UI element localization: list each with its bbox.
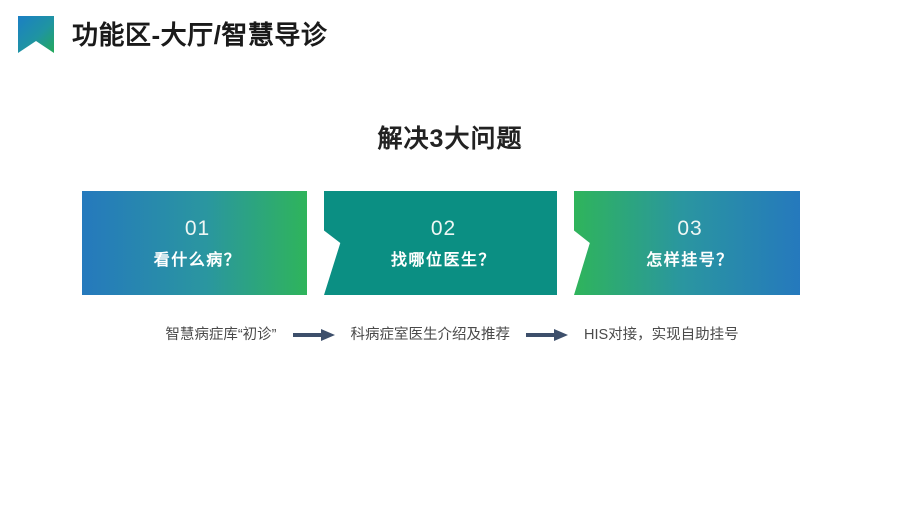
page-header: 功能区-大厅/智慧导诊	[0, 0, 900, 72]
caption-step-01: 智慧病症库“初诊”	[165, 326, 277, 343]
step-card-01-body: 01 看什么病？	[82, 191, 307, 295]
step-card-03[interactable]: 03 怎样挂号？	[574, 191, 800, 295]
step-label: 怎样挂号？	[646, 251, 734, 269]
page-title: 功能区-大厅/智慧导诊	[72, 19, 328, 50]
step-card-02-body: 02 找哪位医生？	[324, 191, 557, 295]
step-label: 看什么病？	[153, 251, 242, 269]
step-number: 03	[677, 216, 703, 240]
step-card-01[interactable]: 01 看什么病？	[82, 191, 307, 295]
caption-flow-row: 智慧病症库“初诊” 科病症室医生介绍及推荐 HIS对接，实现自助挂号	[82, 322, 800, 348]
step-card-03-body: 03 怎样挂号？	[574, 191, 800, 295]
right-arrow-icon	[292, 329, 335, 341]
section-heading: 解决3大问题	[377, 125, 523, 153]
step-number: 02	[430, 216, 457, 240]
caption-step-03: HIS对接，实现自助挂号	[584, 326, 739, 343]
step-card-02[interactable]: 02 找哪位医生？	[324, 191, 557, 295]
right-arrow-icon	[526, 329, 568, 341]
bookmark-ribbon-icon	[18, 15, 54, 53]
steps-container: 01 看什么病？ 02 找哪位医生？ 03 怎样挂号？	[82, 191, 800, 295]
step-label: 找哪位医生？	[390, 251, 496, 269]
step-number: 01	[184, 216, 211, 240]
caption-step-02: 科病症室医生介绍及推荐	[350, 326, 511, 343]
